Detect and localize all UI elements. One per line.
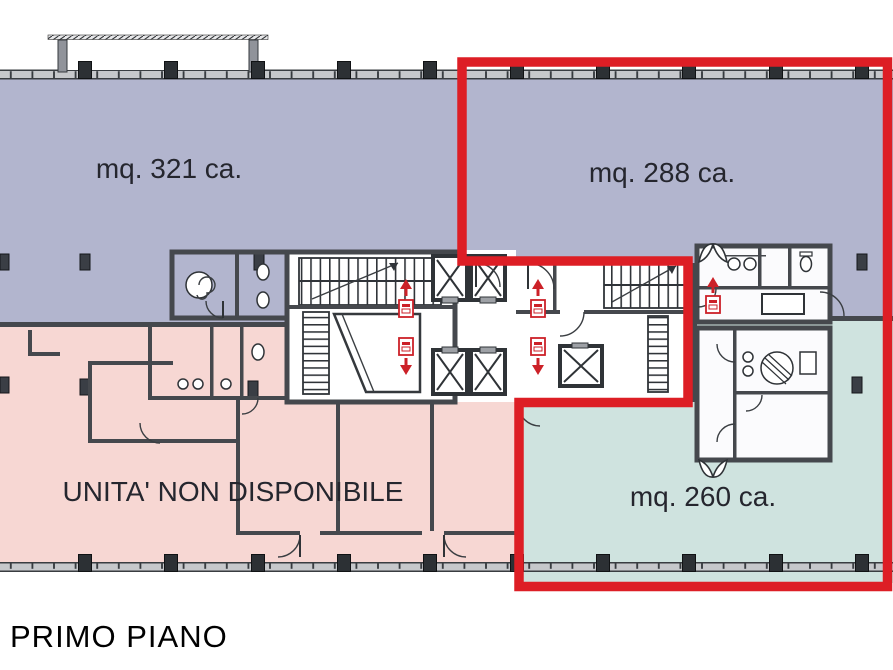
double-swing-door-icon <box>697 243 729 264</box>
ladder-shaft-icon <box>302 311 330 395</box>
wc-icon <box>799 255 813 273</box>
cabinet <box>761 293 805 315</box>
unit-label-288: mq. 288 ca. <box>589 157 735 188</box>
unit-label-260: mq. 260 ca. <box>630 481 776 512</box>
exit-arrow-down-icon <box>400 358 412 375</box>
exit-arrow-up-icon <box>707 277 719 293</box>
duct-shaft <box>332 312 422 394</box>
unit-label-321: mq. 321 ca. <box>96 153 242 184</box>
elevator-icon <box>558 342 604 388</box>
facade-top <box>0 69 893 80</box>
elevator-icon <box>469 346 507 396</box>
red-core-slice <box>516 261 692 427</box>
exit-arrow-up-icon <box>532 279 544 296</box>
exit-arrow-up-icon <box>400 279 412 296</box>
sink-icon <box>727 257 741 271</box>
fire-extinguisher-icon <box>398 337 414 356</box>
selected-units-red-outline <box>457 57 893 592</box>
fire-extinguisher-icon <box>705 295 721 314</box>
sink-icon <box>220 378 232 390</box>
sink-icon <box>742 351 754 363</box>
balcony-railing-icon <box>47 34 269 40</box>
fire-extinguisher-icon <box>398 299 414 318</box>
wc-block-left <box>169 249 290 321</box>
ladder-shaft-icon <box>647 315 669 393</box>
elevator-icon <box>431 346 469 396</box>
wc-icon <box>256 291 270 309</box>
fire-extinguisher-icon <box>530 299 546 318</box>
sink-icon <box>192 378 204 390</box>
double-swing-door-icon <box>697 458 729 478</box>
fire-safety-icons <box>398 277 721 375</box>
exit-arrow-down-icon <box>532 358 544 375</box>
pink-unit-interior <box>28 322 516 558</box>
unit-label-non-disponibile: UNITA' NON DISPONIBILE <box>63 476 404 507</box>
wc-block-bottom-right <box>694 325 833 478</box>
sink-icon <box>743 257 757 271</box>
wc-block-top-right <box>694 243 845 325</box>
interior-columns <box>0 253 868 398</box>
sink-icon <box>742 365 754 377</box>
balcony <box>47 34 269 73</box>
facade-bottom <box>0 562 893 572</box>
page-title: PRIMO PIANO <box>10 619 228 654</box>
wc-icon <box>251 343 265 361</box>
fire-extinguisher-icon <box>530 337 546 356</box>
sink-icon <box>177 378 189 390</box>
wc-icon <box>256 263 270 281</box>
